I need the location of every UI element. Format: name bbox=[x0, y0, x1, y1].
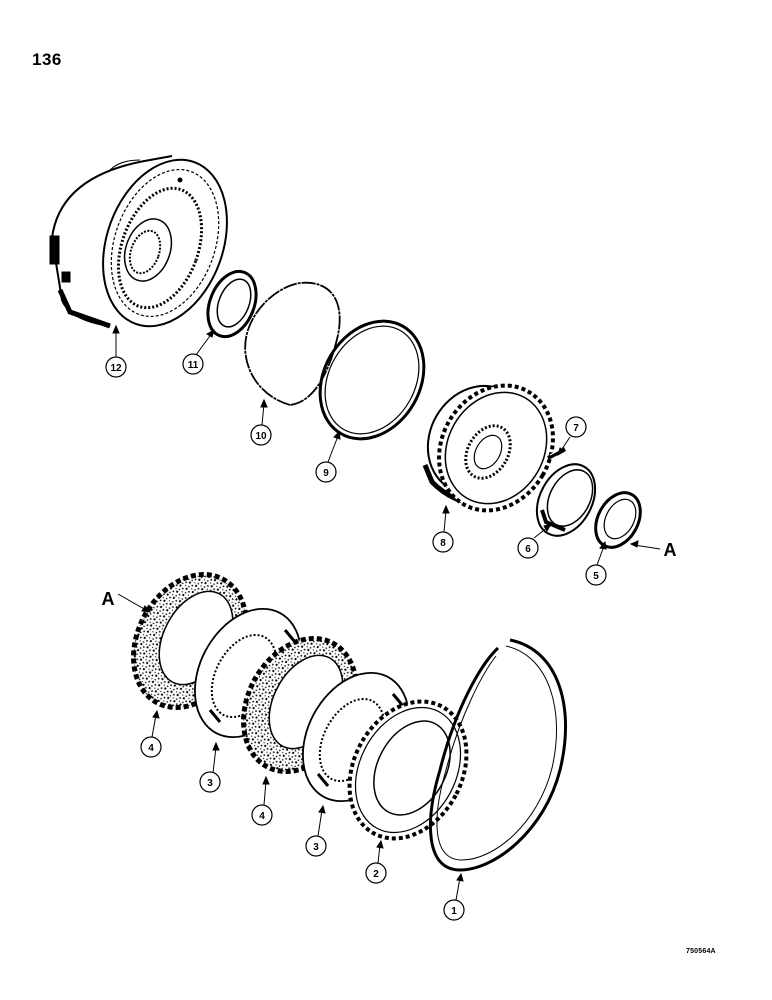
callout-label: 5 bbox=[593, 571, 599, 582]
callout-7: 7 bbox=[565, 416, 587, 438]
callout-4-lower: 4 bbox=[251, 804, 273, 826]
wave-spring-10 bbox=[244, 281, 341, 406]
callout-label: 4 bbox=[259, 811, 265, 822]
callout-1: 1 bbox=[443, 899, 465, 921]
snap-ring-1 bbox=[429, 638, 567, 872]
retaining-ring-9 bbox=[318, 319, 426, 441]
page-number: 136 bbox=[32, 50, 62, 69]
thrust-washer-6 bbox=[535, 463, 597, 537]
reference-letter-a-right: A bbox=[664, 540, 677, 560]
callout-label: 3 bbox=[313, 842, 319, 853]
callout-3-upper: 3 bbox=[199, 771, 221, 793]
drawing-id: 750564A bbox=[686, 948, 716, 955]
leader-lines bbox=[112, 324, 661, 901]
callout-label: 2 bbox=[373, 869, 379, 880]
callout-10: 10 bbox=[250, 424, 272, 446]
callout-label: 6 bbox=[525, 544, 531, 555]
callout-3-lower: 3 bbox=[305, 835, 327, 857]
callout-label: 11 bbox=[188, 360, 199, 371]
reference-letter-a-left: A bbox=[102, 589, 115, 609]
callout-label: 1 bbox=[451, 906, 457, 917]
callout-4-upper: 4 bbox=[140, 736, 162, 758]
callout-9: 9 bbox=[315, 461, 337, 483]
callout-11: 11 bbox=[182, 353, 204, 375]
thrust-washer-5 bbox=[594, 491, 642, 549]
gear-hub-8 bbox=[422, 383, 555, 513]
callout-5: 5 bbox=[585, 564, 607, 586]
callout-label: 10 bbox=[255, 431, 267, 442]
callout-label: 3 bbox=[207, 778, 213, 789]
callout-6: 6 bbox=[517, 537, 539, 559]
callout-12: 12 bbox=[105, 356, 127, 378]
pressure-plate-2 bbox=[347, 699, 469, 841]
clutch-drum-12 bbox=[49, 155, 228, 329]
callout-label: 7 bbox=[573, 423, 579, 434]
callout-label: 4 bbox=[148, 743, 154, 754]
bushing-11 bbox=[206, 269, 258, 339]
callout-2: 2 bbox=[365, 862, 387, 884]
callout-label: 9 bbox=[323, 468, 329, 479]
callout-label: 12 bbox=[110, 363, 122, 374]
callout-label: 8 bbox=[440, 538, 446, 549]
callout-8: 8 bbox=[432, 531, 454, 553]
